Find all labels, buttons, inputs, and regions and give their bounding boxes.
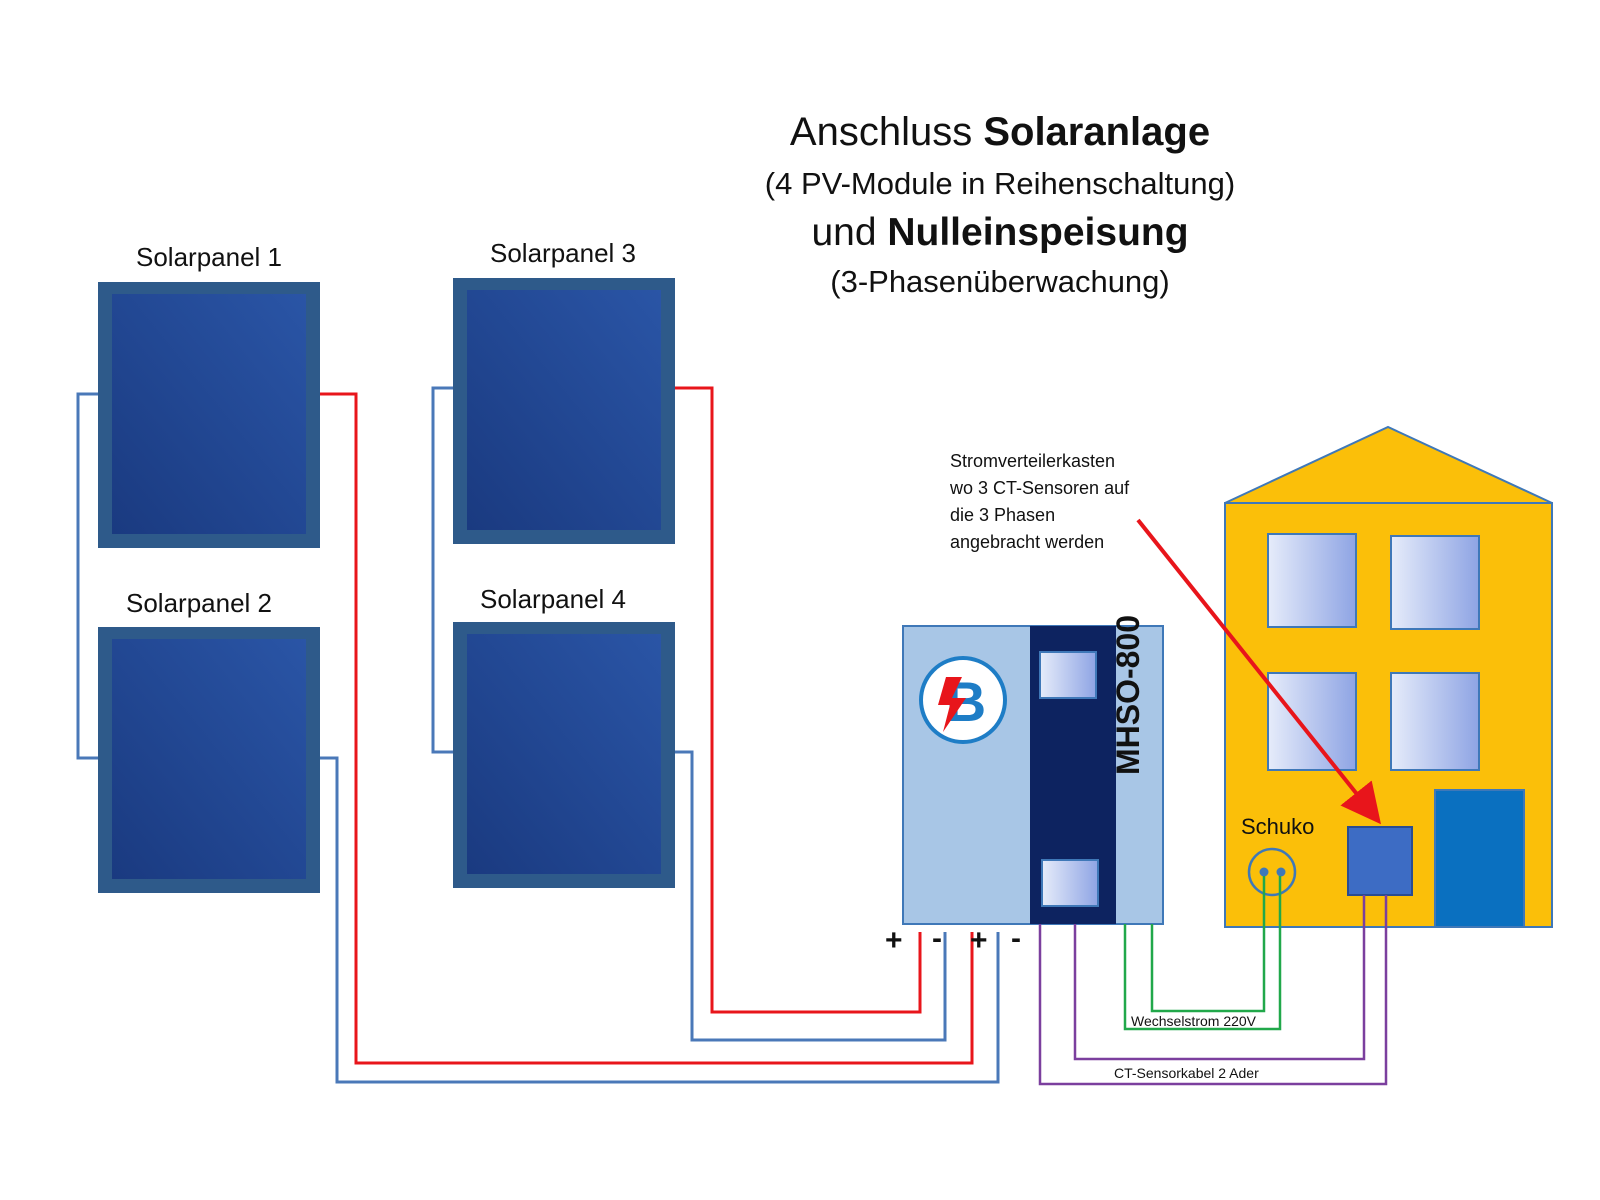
title-line-4: (3-Phasenüberwachung)	[830, 264, 1170, 299]
house-window	[1390, 672, 1480, 771]
panel-label-1: Solarpanel 1	[136, 242, 282, 272]
negative-wire-string-1	[320, 756, 1000, 1084]
title-line-1: Anschluss Solaranlage	[789, 110, 1211, 154]
negative-wire-string-2	[675, 750, 947, 1042]
house-roof	[1224, 425, 1553, 504]
terminal-plus-2: +	[970, 924, 988, 957]
schuko-label: Schuko	[1241, 814, 1315, 839]
house-window	[1390, 535, 1480, 630]
series-wire-1-2	[76, 392, 98, 760]
annotation-text: Stromverteilerkasten wo 3 CT-Sensoren au…	[950, 451, 1130, 552]
schuko-socket-icon	[1247, 847, 1297, 897]
terminal-plus-1: +	[885, 924, 903, 957]
ct-cable-label: CT-Sensorkabel 2 Ader	[1114, 1065, 1259, 1081]
house	[1224, 425, 1553, 928]
ct-wire-2	[1073, 895, 1366, 1061]
solar-panel-4	[453, 622, 675, 888]
ac-wire-2	[1150, 876, 1266, 1013]
ac-wire-1	[1123, 876, 1282, 1031]
solar-panel-1	[98, 282, 320, 548]
panel-label-2: Solarpanel 2	[126, 588, 272, 618]
terminal-minus-2: -	[1011, 922, 1021, 955]
diagram-title: Anschluss Solaranlage (4 PV-Module in Re…	[700, 108, 1300, 302]
series-wire-3-4	[431, 386, 453, 754]
solar-panel-3	[453, 278, 675, 544]
panel-label-3: Solarpanel 3	[490, 238, 636, 268]
title-line-3: und Nulleinspeisung	[811, 211, 1189, 254]
ac-cable-label: Wechselstrom 220V	[1131, 1013, 1257, 1029]
ct-wire-1	[1038, 895, 1388, 1086]
solar-panel-2	[98, 627, 320, 893]
panel-label-4: Solarpanel 4	[480, 584, 626, 614]
positive-wire-string-1	[320, 392, 974, 1065]
house-window	[1267, 672, 1357, 771]
brand-logo-icon: B	[919, 656, 1007, 744]
annotation-arrow	[1136, 518, 1381, 825]
distribution-box	[1347, 826, 1413, 896]
house-window	[1267, 533, 1357, 628]
terminal-minus-1: -	[932, 922, 942, 955]
positive-wire-string-2	[675, 386, 922, 1014]
inverter-label: MHSO-800	[1110, 614, 1146, 776]
title-line-2: (4 PV-Module in Reihenschaltung)	[764, 166, 1236, 201]
house-door	[1434, 789, 1525, 928]
